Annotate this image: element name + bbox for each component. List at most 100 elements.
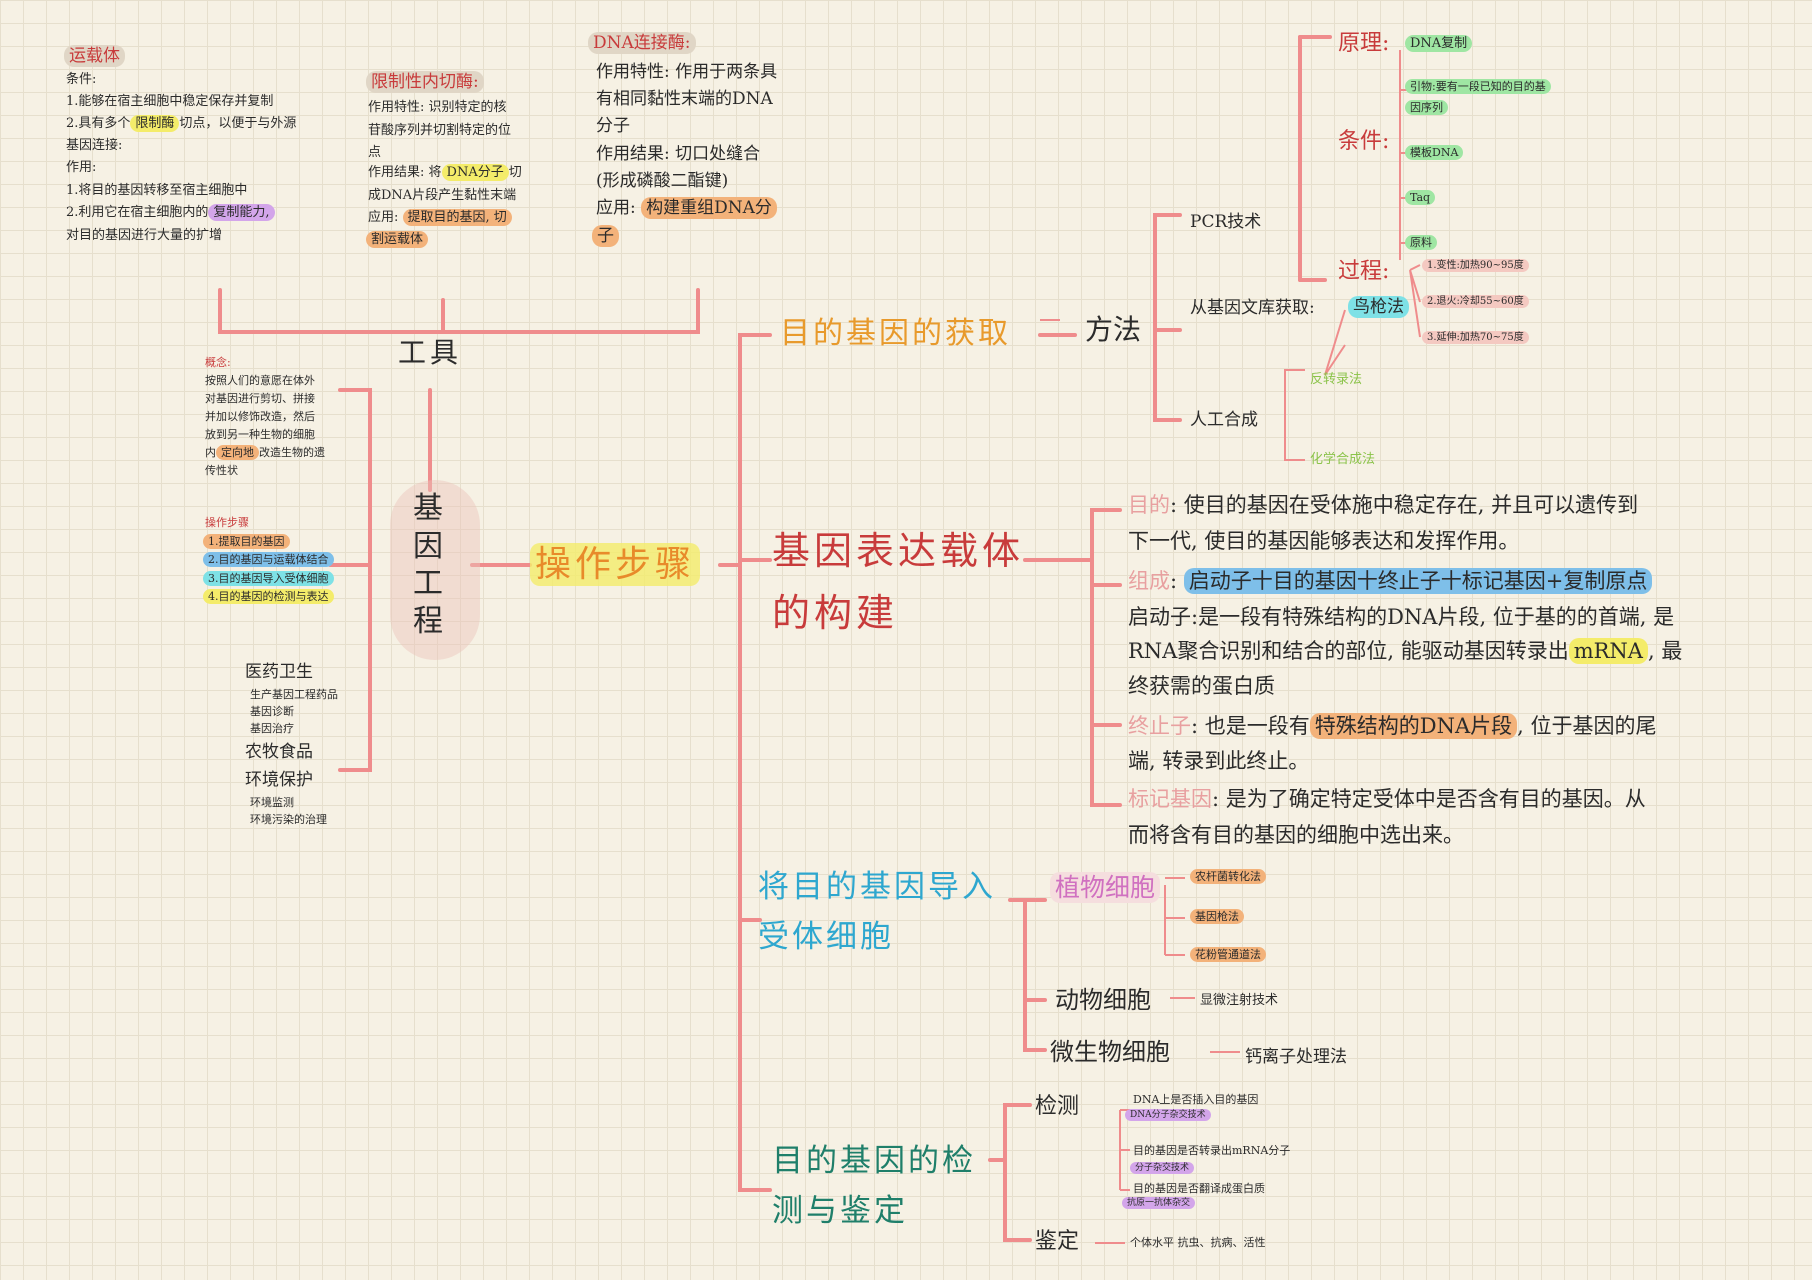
enzyme-line: 作用特性: 识别特定的核: [368, 100, 507, 115]
plant-cell: 植物细胞: [1050, 872, 1161, 903]
enzyme-line: 应用: 提取目的基因, 切: [368, 209, 512, 226]
vector-line: 对目的基因进行大量的扩增: [66, 228, 223, 243]
check-label: 检测: [1035, 1094, 1080, 1119]
check-question: 目的基因是否翻译成蛋白质: [1133, 1182, 1265, 1195]
synthesis-title: 人工合成: [1190, 410, 1258, 430]
introduce-title-2: 受体细胞: [758, 919, 894, 955]
animal-cell: 动物细胞: [1055, 986, 1151, 1014]
vector-title: 运载体: [64, 45, 125, 67]
detect-title-2: 测与鉴定: [772, 1193, 908, 1229]
enzyme-line: 割运载体: [366, 231, 429, 248]
plant-method: 农杆菌转化法: [1190, 869, 1266, 884]
root-node: [390, 480, 480, 660]
condition-item: 原料: [1405, 235, 1437, 250]
concept-line: 传性状: [205, 464, 238, 477]
promoter-line-3: 终获需的蛋白质: [1128, 674, 1275, 698]
condition-item: 引物:要有一段已知的目的基: [1405, 79, 1551, 94]
identify-label: 鉴定: [1035, 1229, 1080, 1254]
ligase-line: 子: [592, 225, 619, 247]
synthesis-item: 反转录法: [1310, 372, 1363, 387]
ligase-title: DNA连接酶:: [588, 32, 696, 54]
concept-line: 按照人们的意愿在体外: [205, 374, 315, 387]
root-title: 基因工程: [413, 491, 443, 639]
app-item: 环境污染的治理: [250, 813, 327, 826]
concept-line: 放到另一种生物的细胞: [205, 428, 315, 441]
method-title: 方法: [1085, 313, 1142, 346]
ligase-line: 应用: 构建重组DNA分: [596, 197, 777, 219]
ligase-line: 分子: [596, 116, 630, 136]
step-item: 1.提取目的基因: [203, 534, 290, 549]
vector-line: 2.利用它在宿主细胞内的复制能力,: [66, 204, 275, 221]
step-item: 3.目的基因导入受体细胞: [203, 571, 334, 586]
app-item: 基因诊断: [250, 705, 294, 718]
detect-title: 目的基因的检: [772, 1143, 976, 1179]
concept-line: 对基因进行剪切、拼接: [205, 392, 315, 405]
purpose-line: 目的: 使目的基因在受体施中稳定存在, 并且可以遗传到: [1128, 493, 1639, 517]
app-title: 环境保护: [245, 770, 313, 790]
ligase-line: (形成磷酸二酯键): [596, 171, 729, 191]
concept-title: 概念:: [205, 356, 231, 369]
composition-line: 组成: 启动子十目的基因十终止子十标记基因+复制原点: [1128, 568, 1653, 594]
concept-line: 内定向地改造生物的遗: [205, 445, 325, 460]
pcr-title: PCR技术: [1190, 212, 1262, 232]
ligase-line: 作用特性: 作用于两条具: [596, 62, 778, 82]
library-label: 从基因文库获取:: [1190, 298, 1315, 318]
vector-line: 1.能够在宿主细胞中稳定保存并复制: [66, 94, 274, 109]
enzyme-title: 限制性内切酶:: [366, 71, 484, 93]
ligase-line: 作用结果: 切口处缝合: [596, 144, 761, 164]
app-item: 生产基因工程药品: [250, 688, 338, 701]
process-item: 3.延伸:加热70~75度: [1422, 331, 1529, 345]
principle-label: 原理:: [1338, 31, 1390, 56]
app-title: 医药卫生: [245, 662, 313, 682]
steps-title: 操作步骤: [205, 516, 249, 529]
animal-method: 显微注射技术: [1200, 993, 1279, 1008]
terminator-line: 终止子: 也是一段有特殊结构的DNA片段, 位于基因的尾: [1128, 713, 1657, 739]
check-question: DNA上是否插入目的基因: [1133, 1093, 1259, 1106]
condition-item: 因序列: [1405, 100, 1448, 115]
vector-line: 条件:: [66, 72, 97, 87]
app-item: 环境监测: [250, 796, 294, 809]
ligase-line: 有相同黏性末端的DNA: [596, 89, 773, 109]
process-item: 1.变性:加热90~95度: [1422, 259, 1529, 273]
microbe-cell: 微生物细胞: [1050, 1038, 1170, 1066]
synthesis-item: 化学合成法: [1310, 452, 1376, 467]
plant-method: 花粉管通道法: [1190, 947, 1266, 962]
marker-line: 标记基因: 是为了确定特定受体中是否含有目的基因。从: [1128, 787, 1646, 811]
condition-item: Taq: [1405, 190, 1436, 205]
terminator-line-2: 端, 转录到此终止。: [1128, 749, 1310, 773]
promoter-line: 启动子:是一段有特殊结构的DNA片段, 位于基的的首端, 是: [1128, 605, 1675, 629]
check-technique: DNA分子杂交技术: [1125, 1109, 1211, 1121]
enzyme-line: 成DNA片段产生黏性末端: [368, 188, 517, 203]
marker-line-2: 而将含有目的基因的细胞中选出来。: [1128, 823, 1464, 847]
identify-item: 个体水平 抗虫、抗病、活性: [1130, 1236, 1266, 1249]
step-item: 4.目的基因的检测与表达: [203, 589, 334, 604]
check-technique: 分子杂交技术: [1130, 1162, 1195, 1174]
acquire-title: 目的基因的获取: [780, 316, 1011, 351]
concept-line: 并加以修饰改造，然后: [205, 410, 315, 423]
purpose-line-2: 下一代, 使目的基因能够表达和发挥作用。: [1128, 529, 1520, 553]
step-item: 2.目的基因与运载体结合: [203, 552, 334, 567]
vector-build-title: 基因表达载体: [772, 529, 1025, 573]
shotgun-method: 鸟枪法: [1348, 296, 1409, 318]
principle-value: DNA复制: [1405, 35, 1473, 52]
check-technique: 抗原一抗体杂交: [1122, 1197, 1196, 1209]
introduce-title: 将目的基因导入: [758, 869, 996, 905]
hub-title: 操作步骤: [530, 542, 701, 587]
microbe-method: 钙离子处理法: [1245, 1047, 1347, 1067]
vector-line: 1.将目的基因转移至宿主细胞中: [66, 183, 248, 198]
plant-method: 基因枪法: [1190, 909, 1244, 924]
app-title: 农牧食品: [245, 742, 313, 762]
vector-build-title-2: 的构建: [772, 591, 899, 635]
vector-line: 基因连接:: [66, 138, 123, 153]
process-item: 2.退火:冷却55~60度: [1422, 295, 1529, 309]
condition-item: 模板DNA: [1405, 145, 1464, 160]
check-question: 目的基因是否转录出mRNA分子: [1133, 1144, 1291, 1157]
app-item: 基因治疗: [250, 722, 294, 735]
process-label: 过程:: [1338, 259, 1390, 284]
vector-line: 2.具有多个限制酶切点，以便于与外源: [66, 115, 297, 132]
vector-line: 作用:: [66, 160, 97, 175]
enzyme-line: 点: [368, 145, 382, 160]
